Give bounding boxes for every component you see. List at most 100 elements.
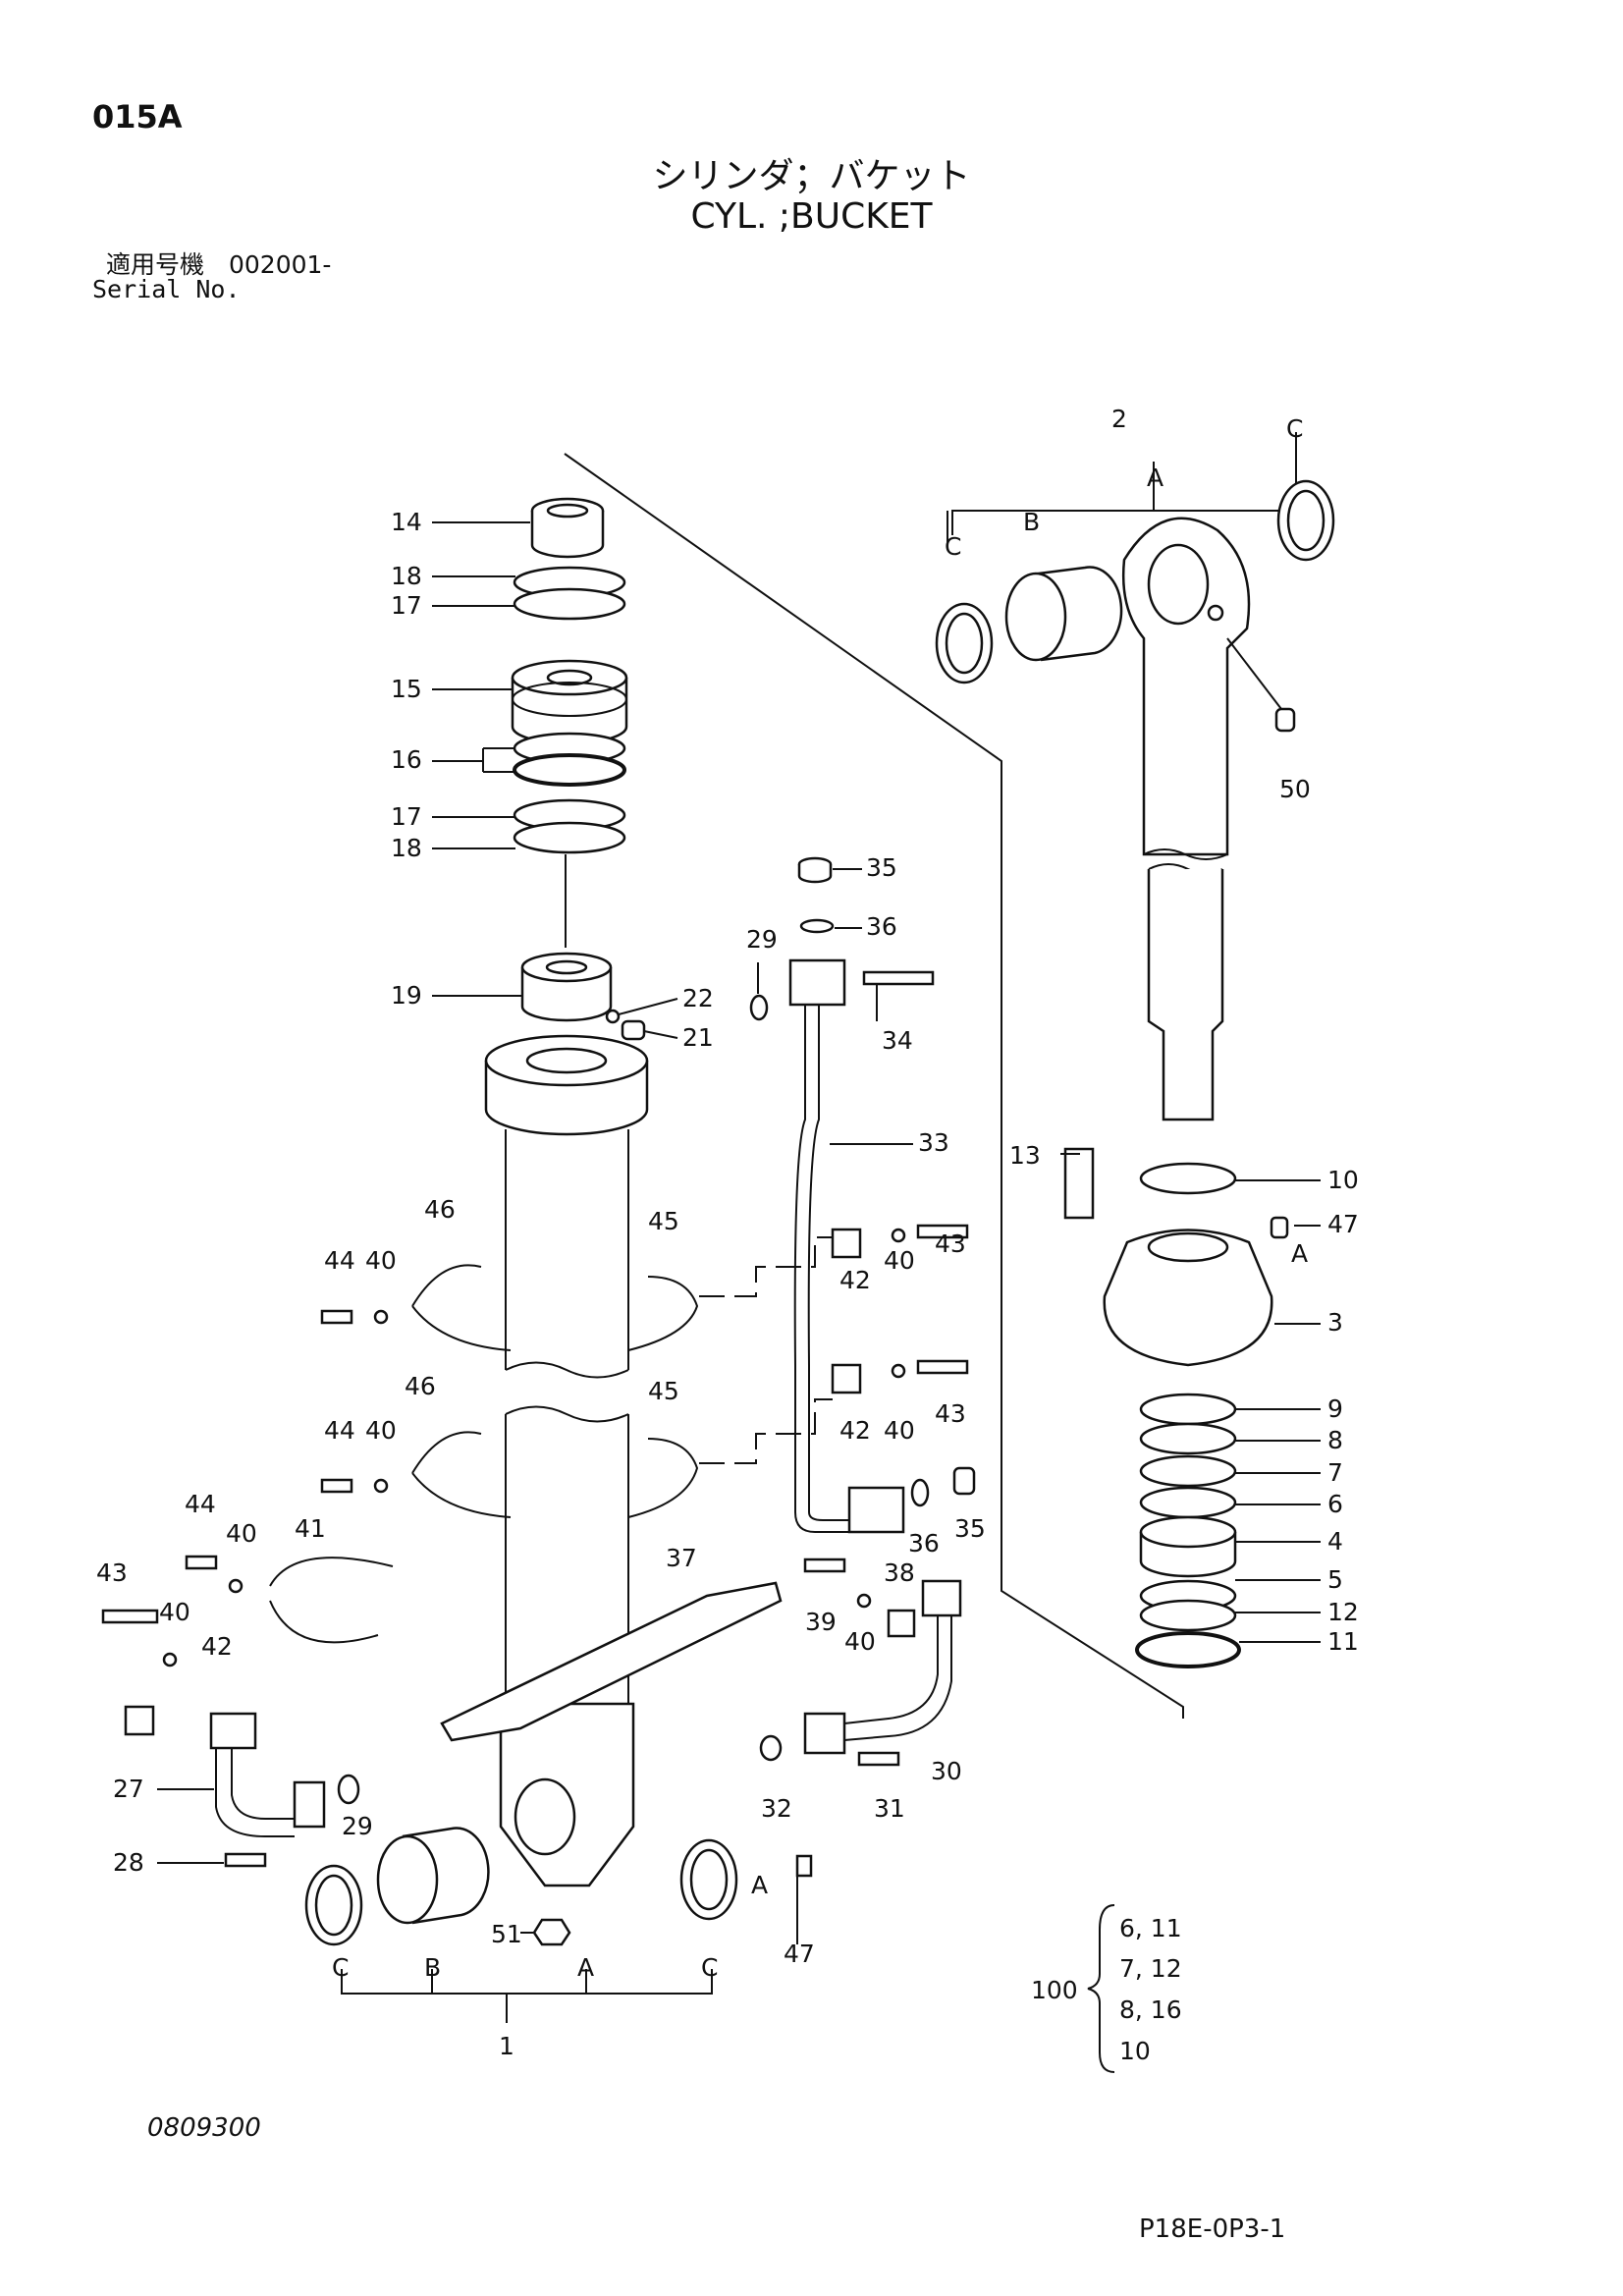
title-english: CYL. ;BUCKET <box>690 196 933 237</box>
part-15-gland <box>511 659 628 745</box>
callout-22: 22 <box>682 984 714 1012</box>
part-27-tube <box>209 1712 326 1837</box>
part-22-ball <box>605 1009 621 1024</box>
part-7-ring <box>1139 1454 1237 1488</box>
callout-43c: 43 <box>96 1558 128 1587</box>
part-51-nut <box>532 1918 571 1946</box>
leader-50-dash <box>1226 637 1282 710</box>
part-33-tube <box>788 958 905 1534</box>
callout-40e: 40 <box>226 1519 257 1548</box>
part-35-plug-lower <box>952 1466 976 1496</box>
callout-40b: 40 <box>365 1416 397 1445</box>
callout-3: 3 <box>1327 1308 1343 1337</box>
part-46-band-upper <box>411 1264 699 1351</box>
part-47-grease-nipple-lower <box>795 1854 813 1878</box>
callout-39: 39 <box>805 1608 837 1636</box>
callout-27: 27 <box>113 1775 144 1803</box>
callout-40a: 40 <box>365 1246 397 1275</box>
leader-dash-upper <box>699 1236 833 1297</box>
callout-labels: 14 18 17 15 16 17 18 19 22 21 46 45 44 4… <box>96 405 1359 2065</box>
kit-item-4: 10 <box>1119 2037 1151 2065</box>
part-40-washer-upper <box>373 1309 389 1325</box>
callout-36b: 36 <box>908 1529 940 1558</box>
callout-17a: 17 <box>391 591 422 620</box>
part-19-nut <box>520 952 613 1022</box>
callout-29b: 29 <box>342 1812 373 1840</box>
callout-5: 5 <box>1327 1565 1343 1594</box>
callout-44b: 44 <box>324 1416 355 1445</box>
part-41-clamp <box>269 1557 394 1644</box>
part-c-seal-left-inner <box>314 1874 353 1937</box>
callout-45b: 45 <box>648 1377 679 1405</box>
callout-32: 32 <box>761 1794 792 1823</box>
callout-45a: 45 <box>648 1207 679 1235</box>
part-42-clamp-b <box>831 1363 862 1394</box>
callout-44a: 44 <box>324 1246 355 1275</box>
part-47-grease-nipple-upper <box>1270 1216 1289 1239</box>
document-number: 0809300 <box>147 2113 261 2143</box>
part-17-ring <box>513 587 626 621</box>
part-b-bushing-left <box>376 1827 490 1925</box>
label-c-2: C <box>701 1953 718 1982</box>
label-b-2: B <box>1023 508 1040 536</box>
page-code: 015A <box>92 98 183 136</box>
callout-47b: 47 <box>784 1940 815 1968</box>
part-3-piston <box>1103 1229 1273 1367</box>
callout-34: 34 <box>882 1026 913 1055</box>
part-34-bolt <box>862 970 935 986</box>
part-44-bolt-lower <box>320 1478 353 1494</box>
part-2-piston-rod <box>1121 517 1251 1121</box>
callout-29a: 29 <box>746 925 778 954</box>
part-32-oring <box>759 1734 783 1762</box>
group-bracket-2 <box>951 432 1297 535</box>
callout-15: 15 <box>391 675 422 703</box>
callout-17b: 17 <box>391 802 422 831</box>
part-43-bolt-b <box>916 1359 969 1375</box>
callout-44c: 44 <box>185 1490 216 1518</box>
callout-33: 33 <box>918 1128 949 1157</box>
part-16-seal-b <box>513 753 626 787</box>
label-a-1: A <box>577 1953 594 1982</box>
callout-43a: 43 <box>935 1230 966 1258</box>
kit-number: 100 <box>1031 1976 1078 2004</box>
callout-36a: 36 <box>866 912 897 941</box>
part-8-ring <box>1139 1422 1237 1455</box>
part-44-bolt-upper <box>320 1309 353 1325</box>
callout-42a: 42 <box>839 1266 871 1294</box>
callout-6: 6 <box>1327 1490 1343 1518</box>
label-a-3: A <box>1147 464 1163 492</box>
part-39-bolt <box>803 1558 846 1573</box>
callout-51: 51 <box>491 1920 522 1948</box>
label-a-2: A <box>751 1871 768 1899</box>
part-6-ring <box>1139 1486 1237 1519</box>
part-46-band-lower <box>411 1431 699 1518</box>
part-50-grease-nipple <box>1274 707 1296 733</box>
part-40-washer-d <box>162 1652 178 1667</box>
part-43-bolt-a <box>916 1224 969 1239</box>
part-11-seal <box>1135 1631 1241 1668</box>
part-31-bolt <box>857 1751 900 1767</box>
part-40-washer-e <box>856 1593 872 1609</box>
part-42-clamp-a <box>831 1228 862 1259</box>
label-c-3: C <box>1286 414 1303 443</box>
kit-item-3: 8, 16 <box>1119 1995 1182 2024</box>
part-40-washer-b <box>891 1363 906 1379</box>
part-37-bracket <box>440 1581 783 1742</box>
part-28-bolt <box>224 1852 267 1868</box>
callout-9: 9 <box>1327 1394 1343 1423</box>
callout-8: 8 <box>1327 1426 1343 1454</box>
part-10-ring <box>1139 1162 1237 1195</box>
part-44-bolt-c <box>185 1555 218 1570</box>
part-18-ring-b <box>513 821 626 854</box>
kit-item-2: 7, 12 <box>1119 1954 1182 1983</box>
callout-38: 38 <box>884 1558 915 1587</box>
callout-2: 2 <box>1111 405 1127 433</box>
part-13-bolt <box>1063 1147 1095 1220</box>
kit-item-1: 6, 11 <box>1119 1914 1182 1942</box>
part-14-bushing <box>530 497 605 559</box>
part-b-bushing-rod <box>1004 566 1123 662</box>
part-42-clamp-c <box>124 1705 155 1736</box>
part-35-plug-upper <box>797 856 833 884</box>
callout-43b: 43 <box>935 1399 966 1428</box>
